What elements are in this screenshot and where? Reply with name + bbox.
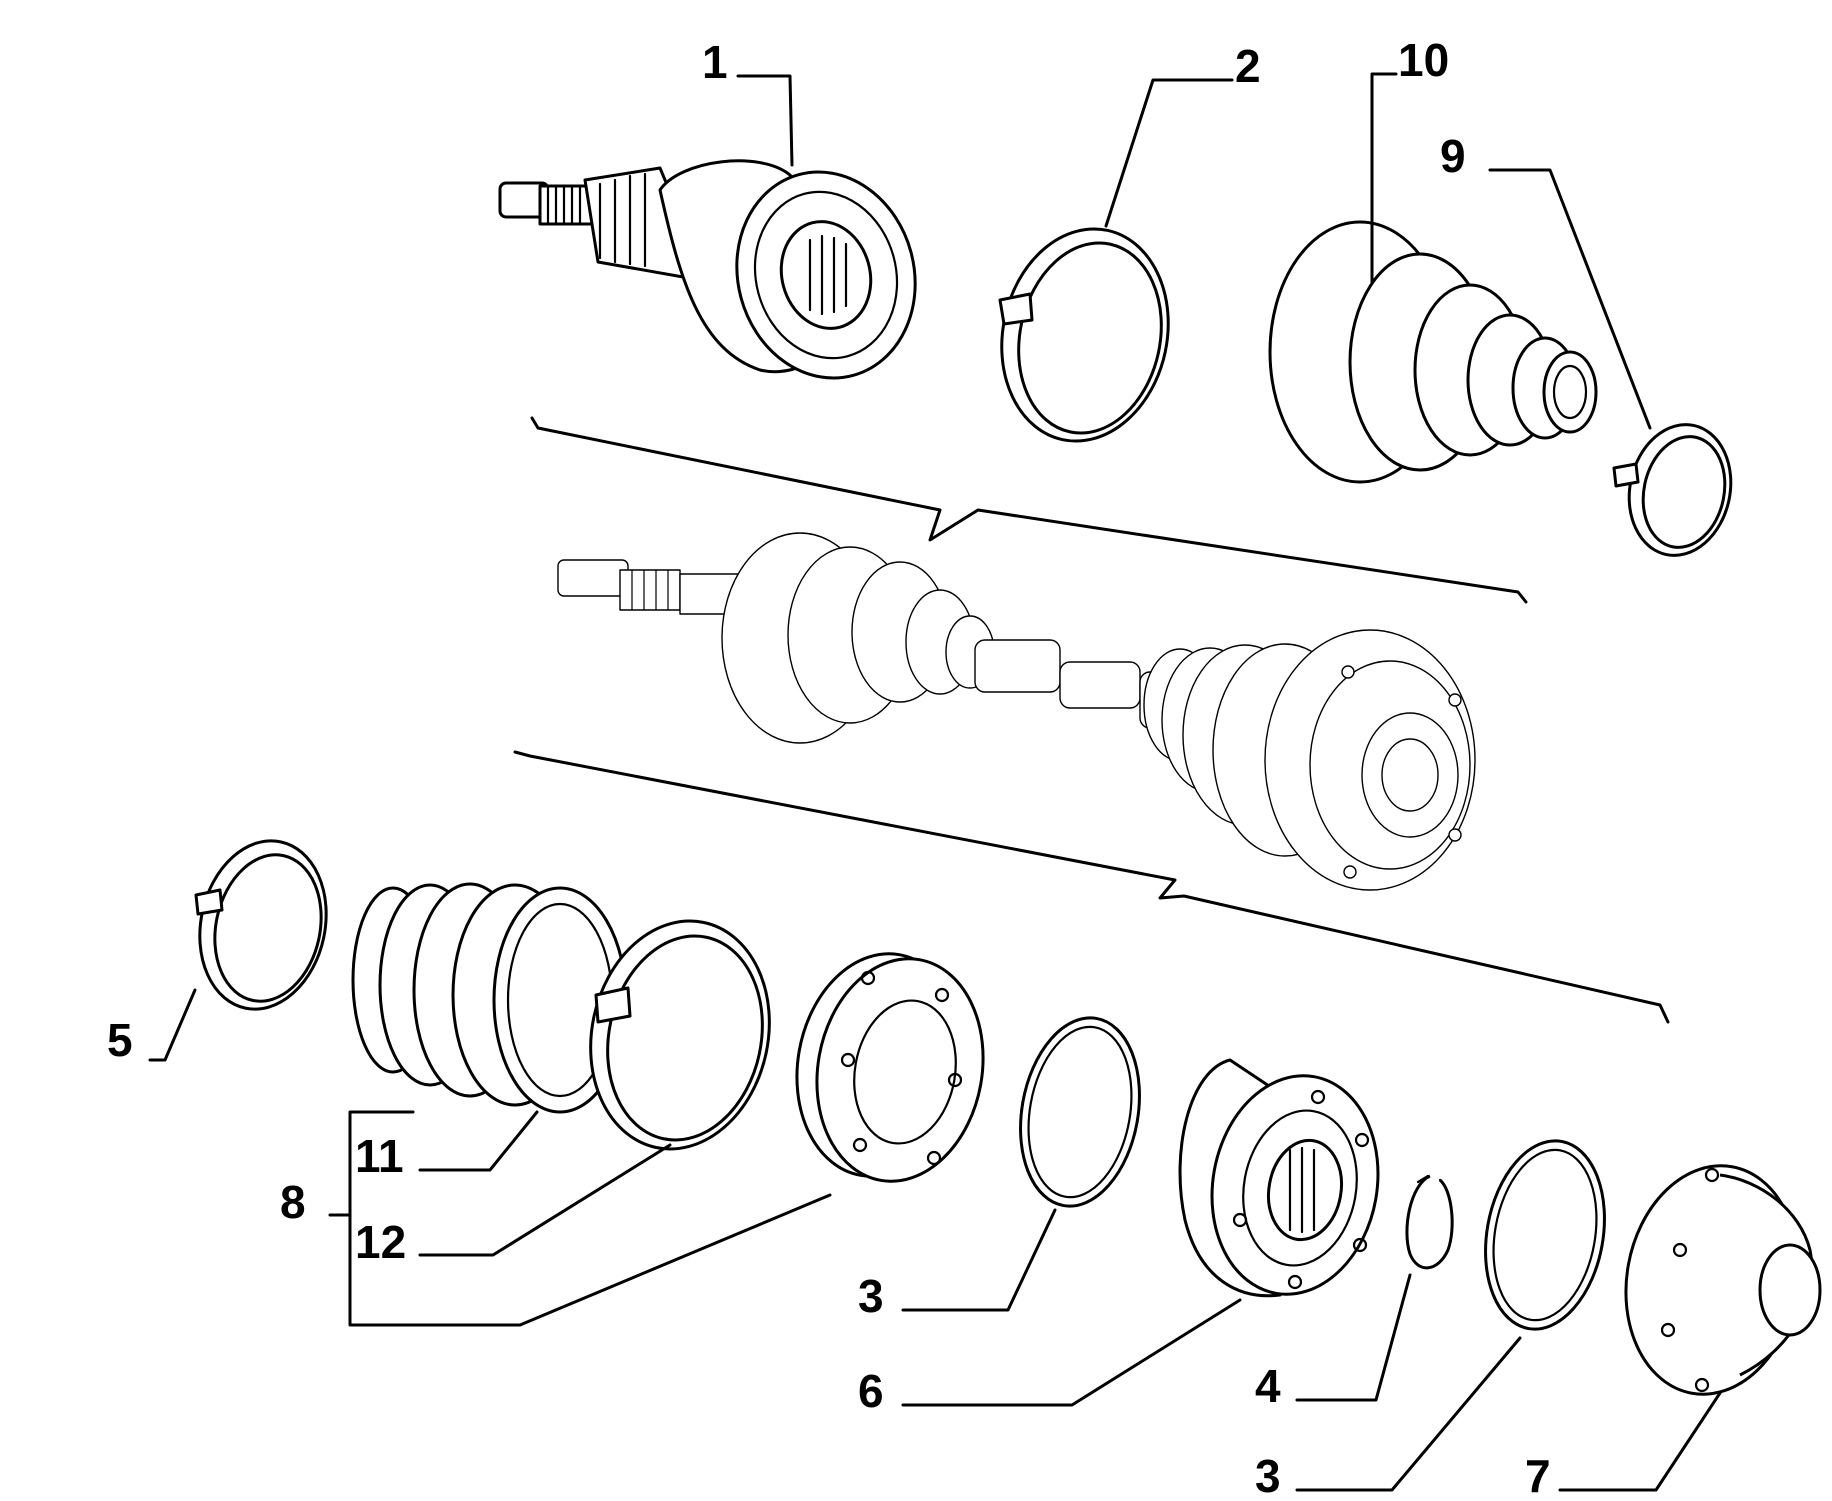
- label-1: 1: [702, 36, 728, 88]
- part-12-band-clamp: [589, 919, 771, 1151]
- leader-lines: [148, 72, 1722, 1492]
- leader-7: [1558, 1391, 1722, 1492]
- label-10: 10: [1398, 34, 1449, 86]
- label-7: 7: [1525, 1450, 1551, 1501]
- assembled-driveshaft: [557, 532, 1476, 891]
- label-3-lower: 3: [1255, 1450, 1281, 1501]
- part-10-boot: [1268, 220, 1598, 484]
- label-8: 8: [280, 1176, 306, 1228]
- part-3-gasket-lower: [1484, 1139, 1606, 1331]
- part-9-small-clamp: [1612, 423, 1733, 557]
- label-4: 4: [1255, 1360, 1281, 1412]
- bracket-upper: [530, 416, 1528, 604]
- part-2-band-clamp: [998, 227, 1170, 443]
- part-3-gasket-upper: [1019, 1016, 1141, 1208]
- leader-10: [1370, 72, 1398, 284]
- leader-3b: [1295, 1336, 1522, 1492]
- leader-11: [418, 1110, 539, 1172]
- part-8-flange-cover: [795, 952, 985, 1183]
- leader-5: [148, 988, 197, 1062]
- label-11: 11: [355, 1130, 404, 1182]
- leader-3a: [901, 1208, 1057, 1312]
- label-3-upper: 3: [858, 1270, 884, 1322]
- part-6-inner-cv-joint: [1178, 1058, 1380, 1298]
- leader-2: [1104, 78, 1234, 228]
- part-1-outer-cv-joint: [498, 159, 917, 380]
- part-7-cover-cap: [1624, 1164, 1822, 1396]
- part-5-band-clamp: [194, 839, 328, 1011]
- leader-6: [901, 1298, 1242, 1407]
- part-labels: 1 2 10 9 5 11 8 12 3 6 4 3 7: [107, 34, 1551, 1501]
- bracket-lower: [513, 750, 1670, 1024]
- leader-12: [418, 1143, 672, 1257]
- label-12: 12: [355, 1216, 406, 1268]
- leader-8-bracket: [348, 1110, 832, 1327]
- label-2: 2: [1235, 40, 1261, 92]
- part-4-circlip: [1405, 1174, 1454, 1270]
- label-6: 6: [858, 1365, 884, 1417]
- label-5: 5: [107, 1014, 133, 1066]
- leader-9: [1488, 168, 1652, 430]
- label-9: 9: [1440, 130, 1466, 182]
- leader-4: [1295, 1273, 1412, 1402]
- leader-1: [736, 74, 794, 167]
